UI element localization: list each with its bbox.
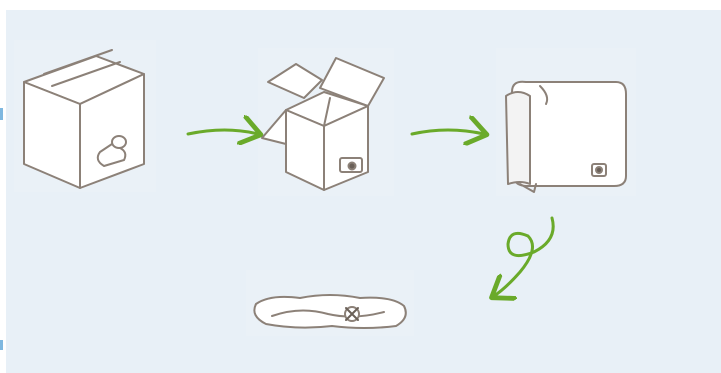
empty-bag-icon: [254, 295, 405, 328]
arrow-right-icon: [412, 130, 484, 134]
arrow-right-icon: [188, 130, 258, 134]
bag-in-box-icon: [506, 82, 626, 192]
curly-arrow-icon: [494, 218, 553, 296]
open-box-icon: [262, 58, 384, 190]
sealed-box-icon: [24, 50, 144, 188]
